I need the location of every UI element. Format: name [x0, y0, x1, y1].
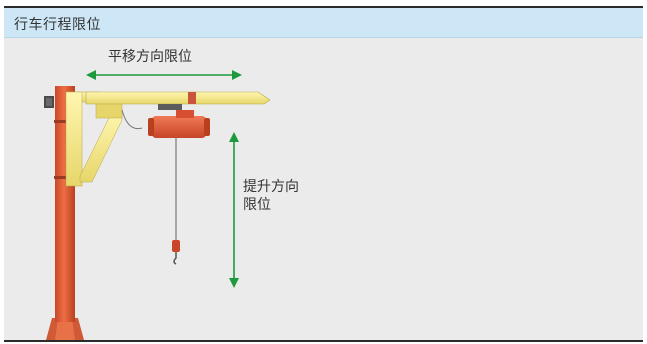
slewing-bracket: [44, 91, 99, 187]
pillar-ring: [54, 176, 76, 179]
electric-hoist: [148, 110, 210, 138]
horizontal-limit-text: 平移方向限位: [108, 49, 192, 65]
pillar-base: [46, 318, 84, 340]
jib-support-strut: [79, 111, 123, 183]
horizontal-limit-arrow: [86, 70, 242, 80]
panel-header: 行车行程限位: [4, 8, 643, 38]
top-border: [4, 6, 643, 8]
vertical-limit-text-line2: 限位: [243, 197, 271, 213]
pillar-ring: [54, 120, 76, 123]
vertical-limit-text-line1: 提升方向: [243, 179, 299, 195]
boom-stripe: [188, 92, 196, 104]
hook-icon: [173, 252, 177, 265]
panel-title: 行车行程限位: [14, 17, 101, 33]
crane-limit-panel: 行车行程限位: [4, 6, 643, 342]
vertical-limit-arrow: [229, 132, 239, 288]
bottom-border: [4, 340, 643, 342]
power-cable: [121, 109, 143, 130]
horizontal-limit-label: 平移方向限位: [108, 48, 192, 66]
jib-boom: [85, 91, 271, 105]
vertical-limit-label: 提升方向 限位: [243, 178, 323, 214]
trolley: [158, 104, 182, 110]
hook-block: [172, 240, 180, 252]
